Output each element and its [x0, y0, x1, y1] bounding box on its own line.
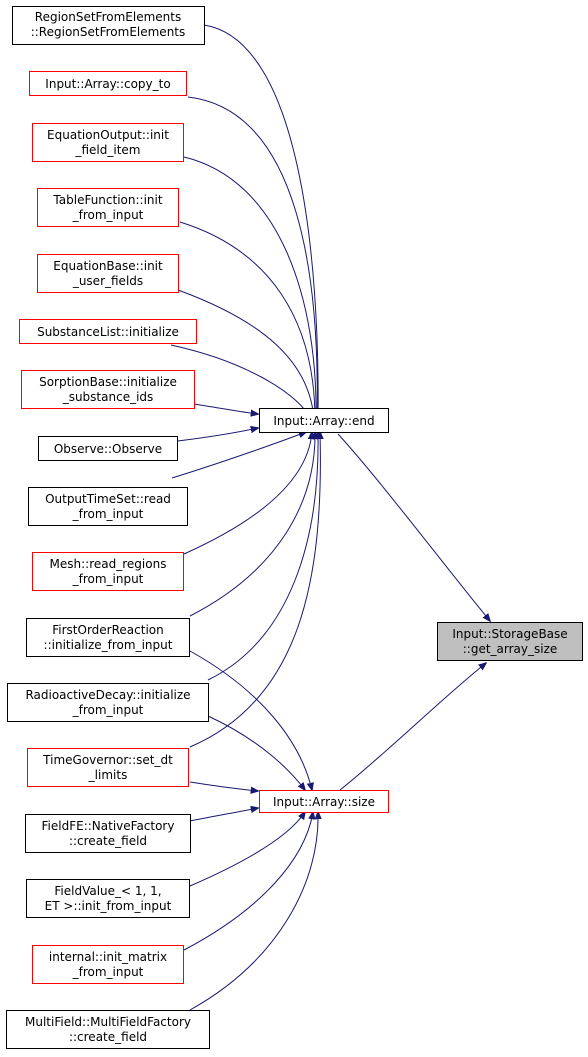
edge-regionset-to-end: [203, 24, 318, 420]
node-input-array-copy-to[interactable]: Input::Array::copy_to: [29, 71, 187, 96]
node-label: _from_input: [72, 507, 144, 521]
edge-fieldfe-to-size: [189, 808, 258, 822]
node-field-fe-native-factory-create-field[interactable]: FieldFE::NativeFactory ::create_field: [25, 814, 191, 853]
edge-timegovernor-to-end: [189, 432, 320, 748]
node-time-governor-set-dt-limits[interactable]: TimeGovernor::set_dt _limits: [27, 748, 189, 787]
node-label: FirstOrderReaction: [52, 623, 163, 637]
edge-mesh-to-end: [183, 432, 312, 555]
edge-radioactive-to-size: [207, 715, 305, 790]
node-label: TableFunction::init: [52, 193, 162, 207]
node-label: _substance_ids: [62, 390, 154, 404]
edge-timegovernor-to-size: [189, 781, 258, 791]
edge-eqoutput-to-end: [183, 156, 316, 420]
edge-firstorder-to-size: [189, 650, 312, 790]
edges: [170, 24, 490, 1011]
node-field-value-init-from-input[interactable]: FieldValue_< 1, 1, ET >::init_from_input: [26, 879, 190, 918]
nodes: RegionSetFromElements ::RegionSetFromEle…: [6, 6, 583, 1049]
edge-radioactive-to-end: [207, 432, 318, 681]
edge-firstorder-to-end: [189, 432, 315, 617]
node-label: Mesh::read_regions: [50, 557, 167, 571]
edge-outputtimeset-to-end: [171, 432, 306, 479]
node-label: ::initialize_from_input: [44, 638, 173, 652]
node-label: RadioactiveDecay::initialize: [25, 688, 190, 702]
node-label: ::RegionSetFromElements: [31, 25, 186, 39]
edge-fieldvalue-to-size: [189, 812, 305, 887]
node-label: FieldValue_< 1, 1,: [54, 884, 161, 898]
node-input-array-size[interactable]: Input::Array::size: [259, 790, 389, 813]
node-first-order-reaction-initialize-from-input[interactable]: FirstOrderReaction ::initialize_from_inp…: [26, 618, 190, 657]
node-label: ::get_array_size: [463, 642, 558, 656]
node-label: ::create_field: [69, 834, 147, 848]
node-label: OutputTimeSet::read: [45, 492, 171, 506]
node-sorption-base-initialize-substance-ids[interactable]: SorptionBase::initialize _substance_ids: [21, 370, 195, 409]
node-input-array-end[interactable]: Input::Array::end: [259, 408, 389, 433]
node-substance-list-initialize[interactable]: SubstanceList::initialize: [19, 319, 197, 344]
node-observe-observe[interactable]: Observe::Observe: [38, 436, 178, 461]
node-label: ::create_field: [69, 1030, 147, 1044]
node-label: _from_input: [72, 572, 144, 586]
node-label: MultiField::MultiFieldFactory: [25, 1015, 191, 1029]
node-label: _from_input: [72, 208, 144, 222]
node-label: Observe::Observe: [54, 442, 162, 456]
node-label: FieldFE::NativeFactory: [42, 819, 175, 833]
node-table-function-init-from-input[interactable]: TableFunction::init _from_input: [37, 188, 179, 227]
node-equation-output-init-field-item[interactable]: EquationOutput::init _field_item: [32, 123, 184, 162]
node-label: Input::Array::copy_to: [45, 77, 170, 91]
node-output-time-set-read-from-input[interactable]: OutputTimeSet::read _from_input: [28, 487, 188, 526]
node-label: TimeGovernor::set_dt: [42, 753, 173, 767]
node-label: _from_input: [72, 703, 144, 717]
node-label: _user_fields: [72, 274, 143, 288]
edge-copyto-to-end: [187, 96, 317, 420]
node-label: ET >::init_from_input: [45, 899, 172, 913]
node-label: SorptionBase::initialize: [39, 375, 177, 389]
node-region-set-from-elements[interactable]: RegionSetFromElements ::RegionSetFromEle…: [12, 6, 205, 45]
node-label: EquationOutput::init: [47, 128, 169, 142]
node-radioactive-decay-initialize-from-input[interactable]: RadioactiveDecay::initialize _from_input: [7, 683, 209, 722]
node-label: internal::init_matrix: [49, 950, 167, 964]
node-multi-field-factory-create-field[interactable]: MultiField::MultiFieldFactory ::create_f…: [6, 1010, 210, 1049]
node-internal-init-matrix-from-input[interactable]: internal::init_matrix _from_input: [32, 945, 184, 984]
node-label: RegionSetFromElements: [35, 10, 181, 24]
edge-internal-to-size: [183, 812, 313, 951]
node-label: Input::Array::end: [273, 414, 374, 428]
node-label: Input::StorageBase: [452, 627, 567, 641]
node-label: _limits: [88, 768, 128, 782]
edge-sorption-to-end: [193, 403, 258, 414]
node-label: EquationBase::init: [53, 259, 163, 273]
node-label: _from_input: [72, 965, 144, 979]
edge-multifield-to-size: [189, 812, 318, 1011]
node-label: Input::Array::size: [273, 795, 375, 809]
node-mesh-read-regions-from-input[interactable]: Mesh::read_regions _from_input: [32, 552, 184, 591]
node-label: SubstanceList::initialize: [37, 325, 179, 339]
edge-eqbase-to-end: [177, 289, 314, 420]
node-storage-base-get-array-size[interactable]: Input::StorageBase ::get_array_size: [437, 622, 583, 661]
edge-observe-to-end: [177, 428, 258, 442]
node-label: _field_item: [74, 143, 140, 157]
node-equation-base-init-user-fields[interactable]: EquationBase::init _user_fields: [37, 254, 179, 293]
edge-end-to-storagebase: [337, 433, 490, 621]
edge-size-to-storagebase: [339, 663, 486, 791]
edge-tablefunction-to-end: [179, 221, 315, 420]
